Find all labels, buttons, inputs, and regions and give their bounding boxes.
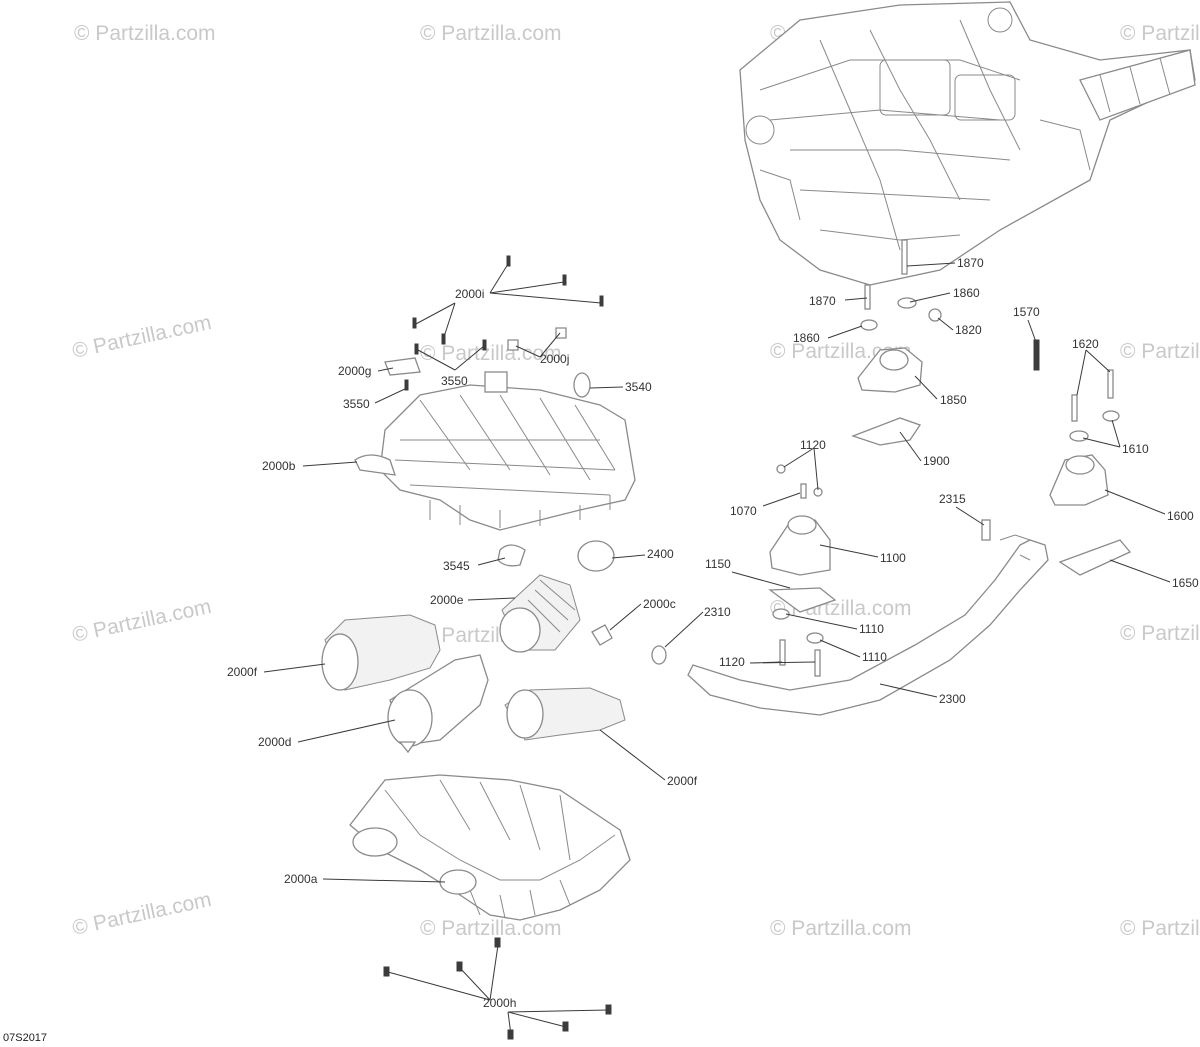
callout-3550: 3550: [441, 374, 468, 388]
callout-1850: 1850: [940, 393, 967, 407]
watermark: © Partzilla.com: [1120, 22, 1200, 45]
manifold-hardware: [384, 255, 604, 398]
callout-1650: 1650: [1172, 576, 1199, 590]
callout-1100: 1100: [880, 551, 906, 565]
callout-1600: 1600: [1167, 509, 1194, 523]
watermark: © Partzilla.com: [770, 917, 912, 940]
callout-1860: 1860: [953, 286, 980, 300]
watermark: © Partzilla.com: [1120, 340, 1200, 363]
callout-1120: 1120: [800, 438, 826, 452]
callout-2310: 2310: [704, 605, 731, 619]
callout-2400: 2400: [647, 547, 674, 561]
mount-1100-group: [768, 464, 837, 677]
watermark: © Partzilla.com: [420, 917, 562, 940]
callout-2000j: 2000j: [540, 352, 569, 366]
watermark: © Partzilla.com: [74, 22, 216, 45]
lower-housing-2000a: [349, 774, 631, 921]
watermark: © Partzilla.com: [70, 311, 213, 363]
callout-1120: 1120: [719, 655, 745, 669]
fitting-2000c: [591, 624, 613, 646]
intake-hoses: [321, 540, 667, 754]
callout-labels: 2000i 2000j 2000g 3550 3550 3540 2000b 3…: [227, 256, 1199, 1010]
clamp-2400: [577, 540, 615, 572]
callout-3545: 3545: [443, 559, 470, 573]
callout-1150: 1150: [705, 557, 731, 571]
hose-2000f-left-opening: [321, 633, 359, 691]
callout-2000b: 2000b: [262, 459, 296, 473]
gasket-2000g: [384, 357, 421, 376]
callout-1110: 1110: [862, 650, 887, 664]
callout-1870: 1870: [809, 294, 836, 308]
bolt-2000i: [412, 317, 417, 329]
clip-2000j: [507, 339, 519, 351]
fitting-2315: [981, 519, 991, 541]
plate-1150: [768, 587, 837, 613]
watermark: © Partzilla.com: [1120, 622, 1200, 645]
callout-1570: 1570: [1013, 305, 1040, 319]
watermark: © Partzilla.com: [420, 342, 562, 365]
leader-lines: [263, 262, 1171, 1036]
screws-2000h: [383, 937, 612, 1040]
seal-3540: [573, 372, 591, 398]
bolt-2000i: [599, 295, 604, 307]
bolt-3550: [414, 343, 419, 355]
callout-1070: 1070: [730, 504, 757, 518]
plate-1900: [851, 417, 922, 446]
callout-3550: 3550: [343, 397, 370, 411]
callout-2000f: 2000f: [667, 774, 698, 788]
callout-1620: 1620: [1072, 337, 1099, 351]
seal-3545: [497, 544, 526, 567]
callout-2000d: 2000d: [258, 735, 291, 749]
clamp-2310: [651, 645, 667, 665]
callout-1110: 1110: [859, 622, 884, 636]
callout-1610: 1610: [1122, 442, 1149, 456]
hose-2300: [687, 519, 1049, 716]
callout-1820: 1820: [955, 323, 982, 337]
callout-2000f: 2000f: [227, 665, 258, 679]
watermark: © Partzilla.com: [420, 22, 562, 45]
watermark: © Partzilla.com: [1120, 917, 1200, 940]
callout-2000i: 2000i: [455, 287, 484, 301]
diagram-code: 07S2017: [3, 1032, 47, 1044]
bolt-3550: [482, 339, 487, 351]
bolt-2000i: [506, 255, 511, 267]
callout-2000a: 2000a: [284, 872, 318, 886]
intake-manifold: [354, 371, 636, 531]
callout-2000g: 2000g: [338, 364, 371, 378]
boot-2000e-opening: [499, 607, 541, 653]
callout-2000c: 2000c: [643, 597, 676, 611]
engine-block: [739, 1, 1196, 286]
watermark: © Partzilla.com: [70, 888, 213, 940]
callout-1860: 1860: [793, 331, 820, 345]
callout-2000e: 2000e: [430, 593, 464, 607]
hose-2000f-right-opening: [506, 689, 544, 739]
callout-3540: 3540: [625, 380, 652, 394]
callout-2300: 2300: [939, 692, 966, 706]
bolt-2000i: [562, 274, 567, 286]
mount-1850-group: [851, 239, 942, 446]
bolt-3550: [404, 379, 409, 391]
tube-2000d-opening: [387, 689, 433, 747]
callout-2000h: 2000h: [483, 996, 516, 1010]
mount-1600-group: [1033, 339, 1132, 576]
callout-1870: 1870: [957, 256, 984, 270]
plate-1650: [1058, 539, 1132, 576]
callout-1900: 1900: [923, 454, 950, 468]
callout-2315: 2315: [939, 492, 966, 506]
watermark: © Partzilla.com: [70, 595, 213, 647]
